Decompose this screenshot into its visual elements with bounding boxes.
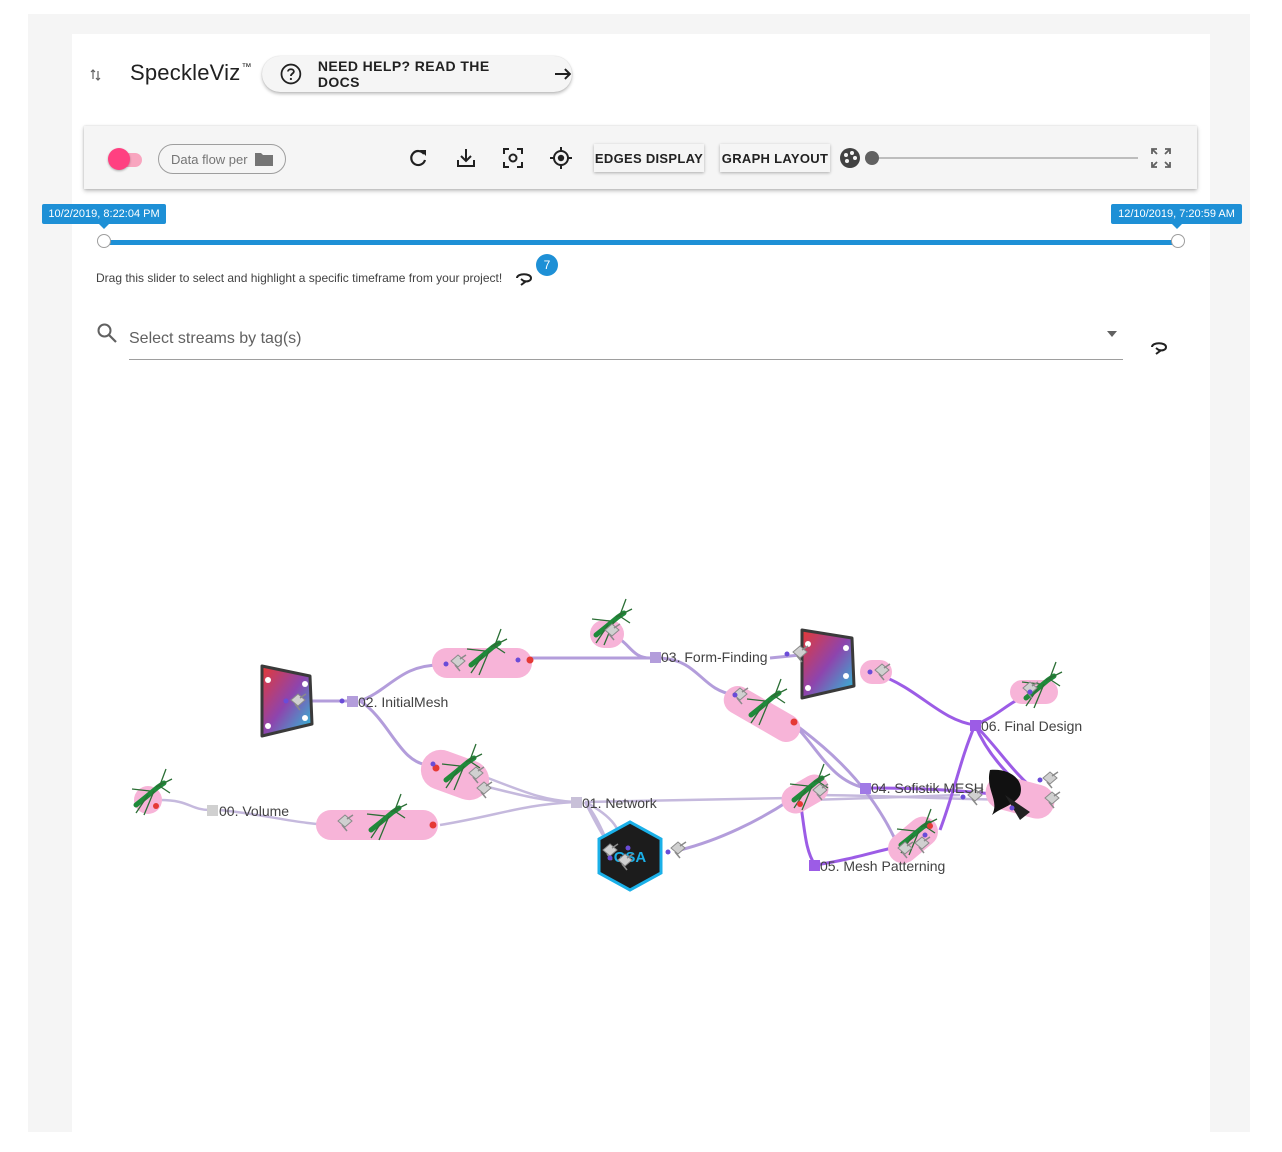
stream-node-00-label[interactable]: 00. Volume: [219, 803, 289, 819]
svg-text:GSA: GSA: [614, 849, 647, 866]
zoom-slider-thumb[interactable]: [865, 151, 879, 165]
capture-icon[interactable]: [501, 146, 525, 170]
timeframe-hint: Drag this slider to select and highlight…: [96, 271, 503, 285]
stream-node-06-label[interactable]: 06. Final Design: [981, 718, 1082, 734]
chevron-down-icon[interactable]: [1106, 330, 1118, 338]
edges-display-button[interactable]: EDGES DISPLAY: [594, 144, 704, 172]
stream-node-05-label[interactable]: 05. Mesh Patterning: [820, 858, 945, 874]
toolbar: Data flow per EDGES DISPLAY GRAPH LAYOUT: [84, 126, 1197, 189]
count-badge: 7: [536, 254, 558, 276]
content-card: [72, 34, 1210, 1132]
folder-icon: [254, 153, 273, 166]
palette-icon[interactable]: [838, 146, 862, 170]
stream-nodes[interactable]: [207, 652, 981, 871]
refresh-icon[interactable]: [406, 146, 430, 170]
stream-node-01-label[interactable]: 01. Network: [582, 795, 658, 811]
arrow-right-icon: [555, 68, 572, 80]
data-flow-chip[interactable]: Data flow per: [158, 144, 286, 174]
sofistik-icon: [988, 769, 1030, 820]
reset-tags-icon[interactable]: [1148, 338, 1170, 356]
reset-timeframe-icon[interactable]: [513, 269, 535, 287]
graph-layout-button[interactable]: GRAPH LAYOUT: [720, 144, 830, 172]
range-start-label: 10/2/2019, 8:22:04 PM: [42, 204, 166, 229]
rocket-icons: [153, 656, 933, 829]
data-flow-toggle-thumb[interactable]: [108, 148, 130, 170]
docs-button[interactable]: NEED HELP? READ THE DOCS: [262, 56, 572, 92]
fullscreen-icon[interactable]: [1149, 146, 1173, 170]
docs-button-label: NEED HELP? READ THE DOCS: [317, 58, 490, 90]
timeframe-range-track[interactable]: [104, 240, 1178, 245]
zoom-slider-track[interactable]: [876, 157, 1138, 159]
help-circle-icon: [280, 63, 302, 85]
stream-node-02-label[interactable]: 02. InitialMesh: [358, 694, 448, 710]
stream-graph[interactable]: GSA: [0, 560, 1282, 920]
data-flow-chip-label: Data flow per: [171, 151, 248, 167]
range-end-handle[interactable]: [1171, 234, 1185, 248]
search-icon: [97, 323, 117, 343]
stream-node-03-label[interactable]: 03. Form-Finding: [661, 649, 768, 665]
dynamo-icon: [800, 628, 856, 700]
range-end-label: 12/10/2019, 7:20:59 AM: [1111, 204, 1242, 229]
stream-node-04-label[interactable]: 04. Sofistik MESH: [871, 780, 984, 796]
range-start-handle[interactable]: [97, 234, 111, 248]
sort-icon[interactable]: [90, 68, 102, 82]
tag-search-input[interactable]: [129, 318, 1123, 360]
app-title: SpeckleViz™: [130, 60, 252, 85]
download-icon[interactable]: [454, 146, 478, 170]
locate-icon[interactable]: [549, 146, 573, 170]
port-dots: [283, 651, 1043, 861]
